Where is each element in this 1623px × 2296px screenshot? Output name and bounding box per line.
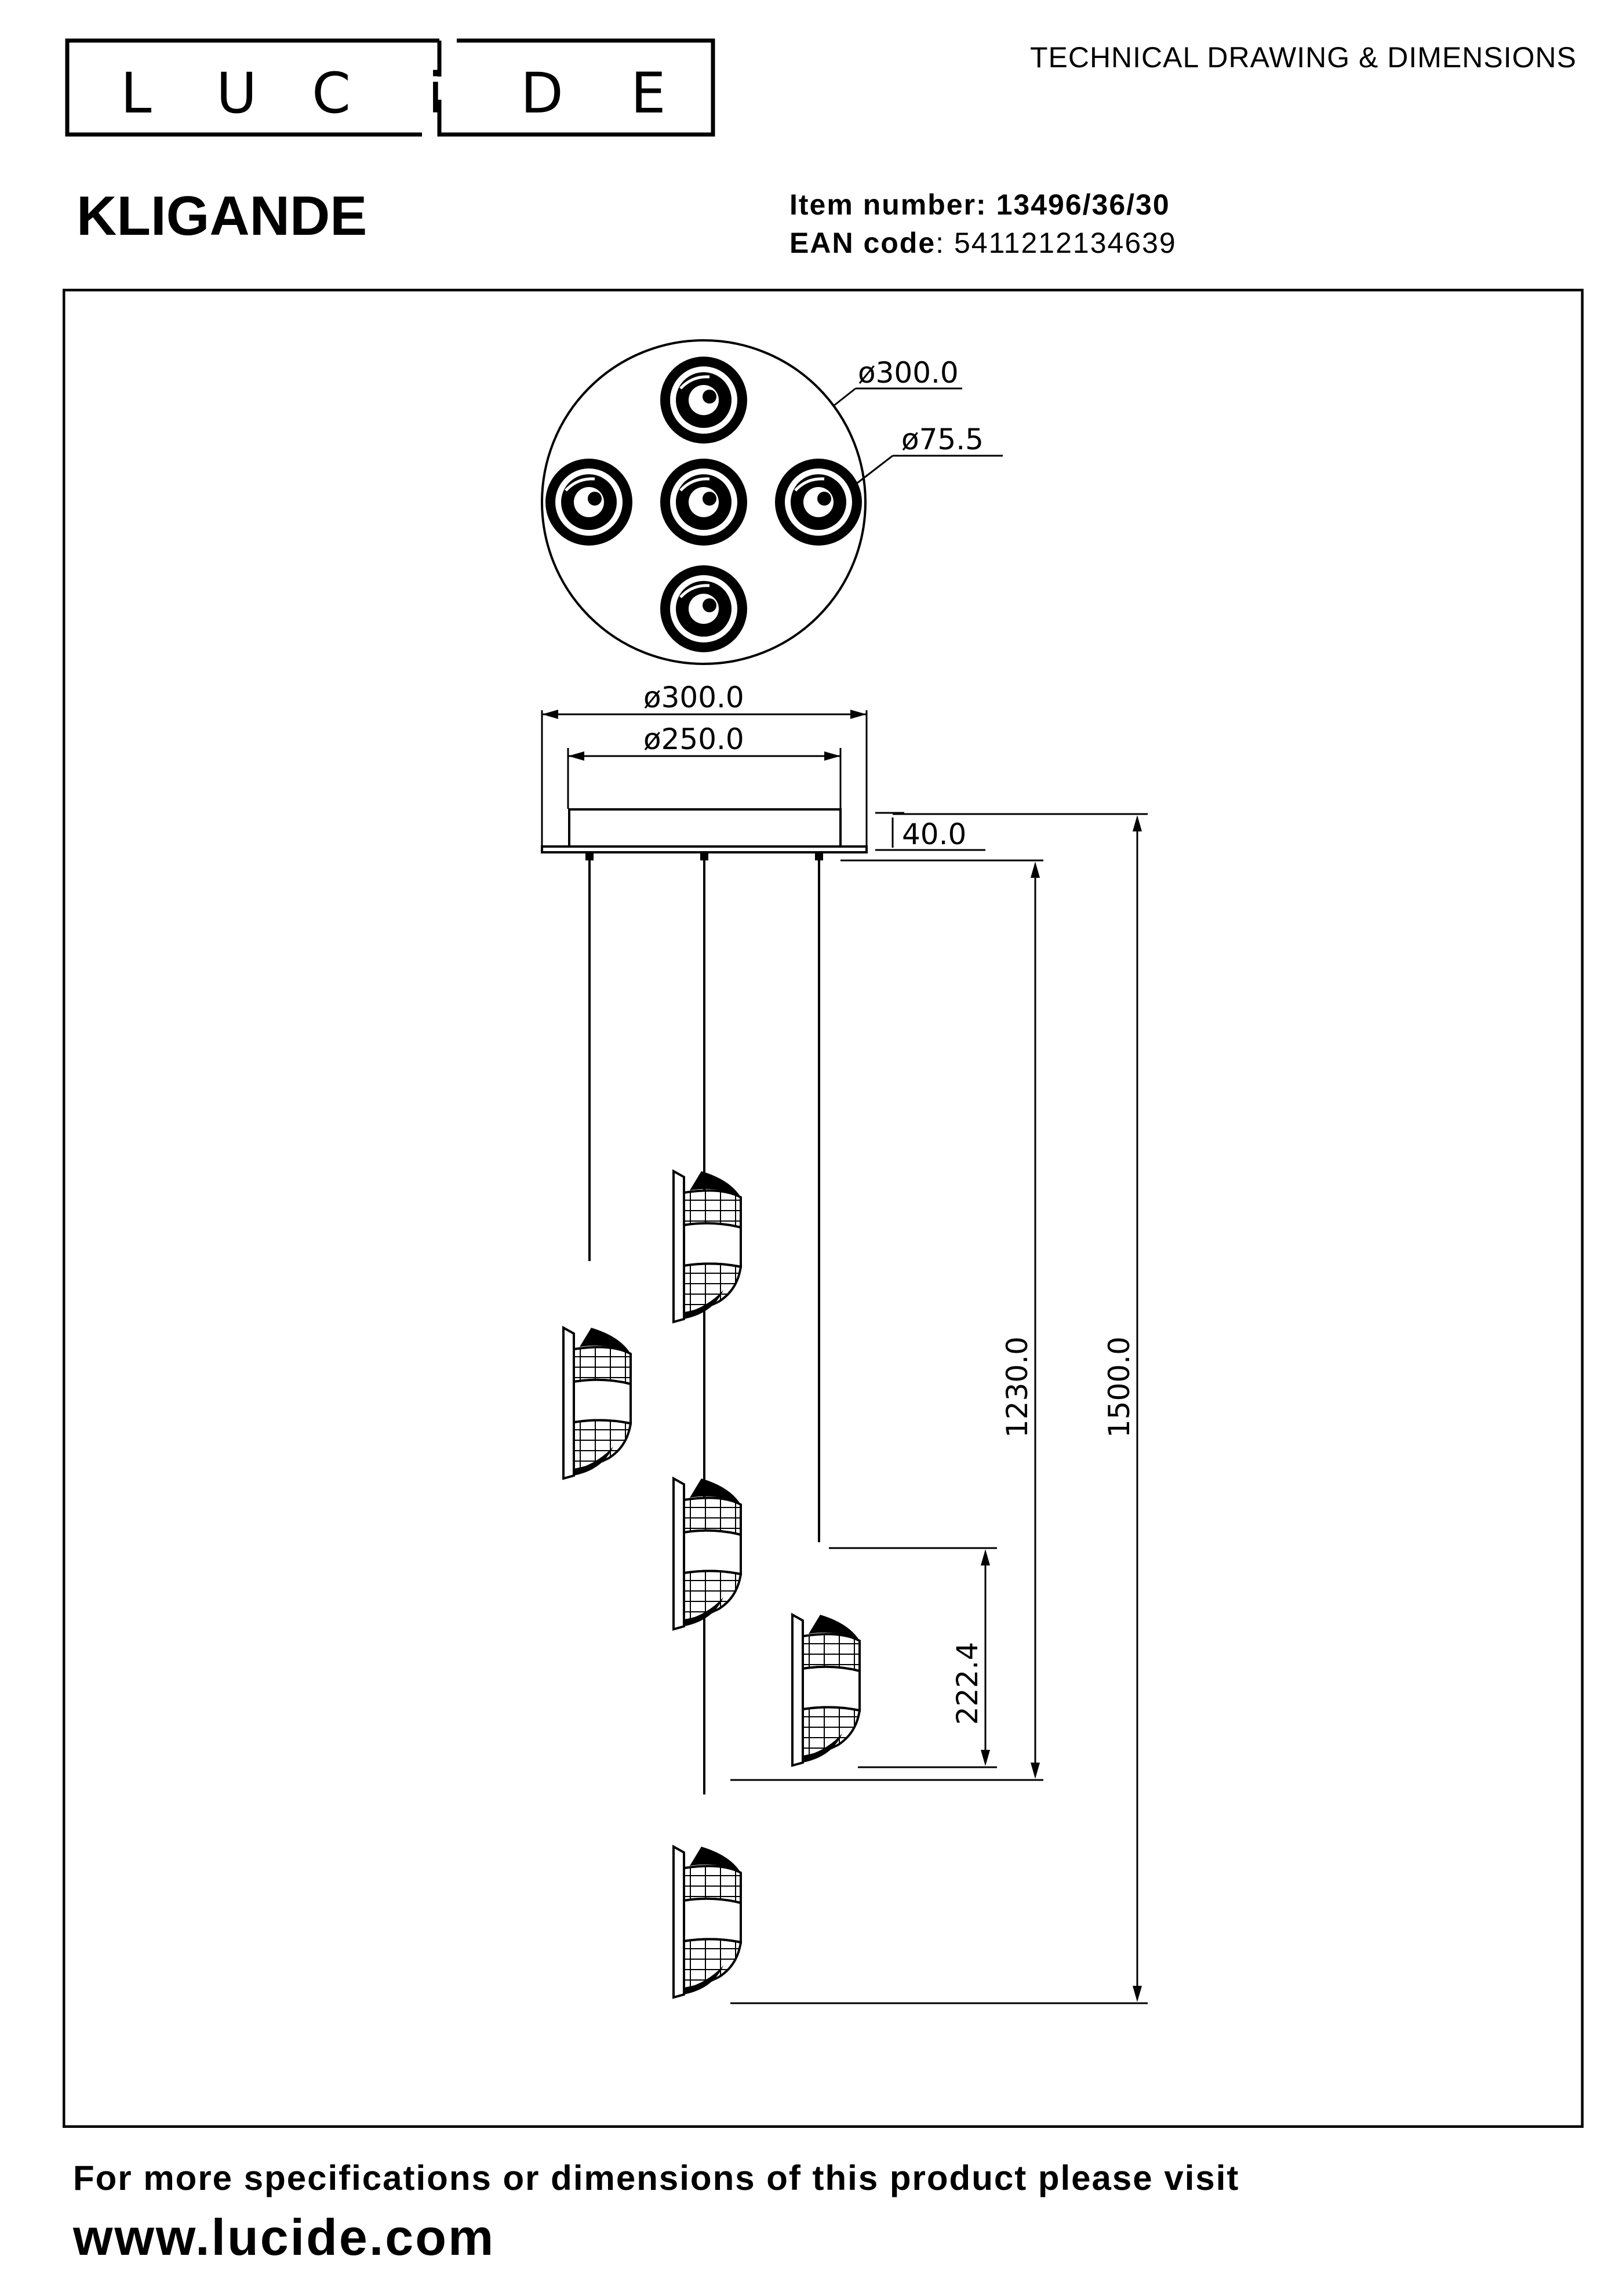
logo-letter-c: C [312, 61, 351, 126]
item-number-row: Item number: 13496/36/30 [789, 186, 1177, 224]
logo-letter-l: L [121, 61, 151, 126]
drawing-frame [63, 289, 1584, 2128]
logo-letter-i: i [428, 61, 443, 126]
ean-label: EAN code [789, 227, 936, 259]
item-number-label: Item number: [789, 188, 987, 221]
item-number-value: 13496/36/30 [996, 188, 1170, 221]
head-left [545, 459, 632, 546]
side-view: ø300.0 ø250.0 40.0 1230.0 [541, 681, 1148, 2004]
pendant-shade-4 [791, 1614, 861, 1767]
logo-letter-e: E [631, 61, 666, 126]
canopy-height: 40.0 [902, 818, 966, 851]
pendant-shade-3 [672, 1477, 742, 1630]
technical-drawing: ø300.0 ø75.5 ø300.0 ø250.0 40.0 [63, 289, 1584, 2128]
ean-value: : 5411212134639 [936, 227, 1177, 259]
logo-letter-u: U [216, 61, 257, 126]
height-lowest-top: 1230.0 [1000, 1336, 1034, 1438]
top-head-diameter: ø75.5 [901, 423, 984, 456]
head-bottom [660, 565, 747, 652]
ean-row: EAN code: 5411212134639 [789, 224, 1177, 262]
pendant-shade-1 [562, 1327, 632, 1480]
logo-letter-d: D [521, 61, 563, 126]
canopy-inner-diameter: ø250.0 [643, 722, 744, 756]
top-view: ø300.0 ø75.5 [541, 339, 1003, 665]
website-link[interactable]: www.lucide.com [73, 2208, 496, 2266]
pendant-shade-5 [672, 1845, 742, 1999]
footer-note: For more specifications or dimensions of… [73, 2159, 1240, 2197]
shade-height: 222.4 [951, 1642, 984, 1725]
lucide-logo: L U C i D E [65, 38, 715, 137]
head-center [660, 459, 747, 546]
document-type: TECHNICAL DRAWING & DIMENSIONS [1029, 41, 1577, 74]
head-right [775, 459, 862, 546]
top-canopy-diameter: ø300.0 [858, 356, 959, 390]
pendant-shade-2 [672, 1170, 742, 1323]
canopy-outer-diameter: ø300.0 [643, 681, 744, 714]
overall-height: 1500.0 [1102, 1336, 1136, 1438]
head-top [660, 357, 747, 444]
canopy-side [568, 808, 842, 848]
product-meta: Item number: 13496/36/30 EAN code: 54112… [789, 186, 1177, 262]
product-title: KLIGANDE [77, 185, 367, 247]
